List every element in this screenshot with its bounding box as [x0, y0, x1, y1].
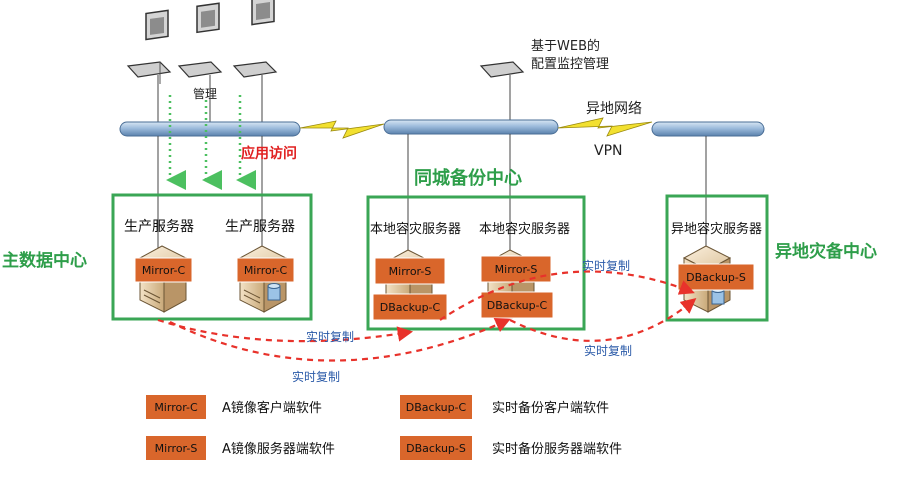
tag-dbackup-c: DBackup-C: [480, 291, 554, 319]
workstation-icon: [479, 61, 525, 78]
realtime-copy-label: 实时复制: [584, 343, 632, 358]
remote-network-label: 异地网络: [586, 101, 642, 117]
svg-text:DBackup-S: DBackup-S: [686, 271, 746, 284]
svg-text:DBackup-C: DBackup-C: [406, 401, 467, 414]
workstation-icon: [126, 9, 172, 84]
svg-text:Mirror-S: Mirror-S: [495, 263, 538, 276]
svg-text:DBackup-C: DBackup-C: [487, 299, 548, 312]
legend: Mirror-C A镜像客户端软件 Mirror-S A镜像服务器端软件 DBa…: [146, 395, 622, 460]
prod-server-label: 生产服务器: [124, 219, 194, 235]
database-icon: [267, 283, 281, 301]
realtime-copy-label: 实时复制: [582, 258, 630, 273]
vpn-link-icon: [557, 117, 653, 137]
svg-text:实时备份客户端软件: 实时备份客户端软件: [492, 400, 609, 416]
same-city-center-title: 同城备份中心: [414, 167, 522, 189]
remote-center-title: 异地灾备中心: [775, 241, 877, 262]
tag-mirror-s: Mirror-S: [374, 257, 446, 285]
network-bus-remote: [651, 121, 765, 137]
remote-dr-server-label: 异地容灾服务器: [671, 221, 762, 237]
manage-label: 管理: [193, 86, 217, 101]
network-bus-main: [119, 121, 301, 137]
workstation-icon: [177, 2, 223, 78]
legend-item: Mirror-S A镜像服务器端软件: [146, 436, 335, 460]
network-bus-same-city: [383, 119, 559, 135]
realtime-copy-arrow: [169, 318, 511, 362]
svg-text:DBackup-S: DBackup-S: [406, 442, 466, 455]
prod-server-label: 生产服务器: [225, 219, 295, 235]
main-dc-title: 主数据中心: [2, 250, 87, 271]
realtime-copy-arrow: [439, 270, 695, 321]
svg-text:Mirror-C: Mirror-C: [142, 264, 186, 277]
svg-text:Mirror-S: Mirror-S: [155, 442, 198, 455]
workstation-icon: [232, 0, 278, 78]
tag-mirror-s: Mirror-S: [480, 255, 552, 283]
web-config-label-line1: 基于WEB的: [531, 38, 600, 54]
remote-center-box: [665, 194, 769, 322]
svg-text:DBackup-C: DBackup-C: [380, 301, 441, 314]
svg-text:Mirror-S: Mirror-S: [389, 265, 432, 278]
svg-text:Mirror-C: Mirror-C: [154, 401, 198, 414]
svg-text:A镜像服务器端软件: A镜像服务器端软件: [222, 441, 335, 457]
realtime-copy-label: 实时复制: [306, 329, 354, 344]
svg-text:Mirror-C: Mirror-C: [244, 264, 288, 277]
realtime-copy-arrow: [157, 318, 414, 343]
legend-item: DBackup-S 实时备份服务器端软件: [400, 436, 622, 460]
local-dr-server-label: 本地容灾服务器: [370, 221, 461, 237]
realtime-copy-arrow: [509, 298, 697, 342]
app-access-label: 应用访问: [241, 145, 297, 162]
tag-dbackup-c: DBackup-C: [372, 293, 448, 321]
svg-text:A镜像客户端软件: A镜像客户端软件: [222, 400, 322, 416]
tag-mirror-c: Mirror-C: [236, 257, 295, 283]
main-dc-box: [111, 193, 313, 321]
tag-mirror-c: Mirror-C: [134, 257, 193, 283]
wan-link-icon: [299, 120, 385, 139]
same-city-center-box: [366, 195, 586, 331]
svg-text:实时备份服务器端软件: 实时备份服务器端软件: [492, 441, 622, 457]
realtime-copy-label: 实时复制: [292, 369, 340, 384]
legend-item: Mirror-C A镜像客户端软件: [146, 395, 322, 419]
tag-dbackup-s: DBackup-S: [677, 263, 755, 291]
local-dr-server-label: 本地容灾服务器: [479, 221, 570, 237]
vpn-label: VPN: [594, 143, 623, 159]
web-config-label-line2: 配置监控管理: [531, 57, 609, 72]
legend-item: DBackup-C 实时备份客户端软件: [400, 395, 609, 419]
